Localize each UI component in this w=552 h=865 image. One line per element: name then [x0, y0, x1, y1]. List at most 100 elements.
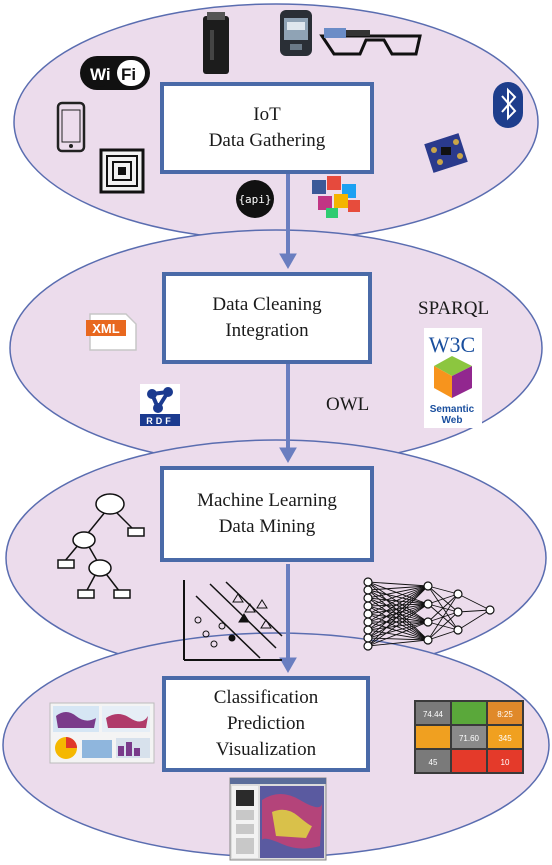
- nn-edge: [367, 585, 429, 615]
- rdf-icon: RDF: [140, 384, 180, 426]
- nn-node: [423, 617, 433, 627]
- nn-edge: [367, 613, 429, 641]
- stage-label-line: Integration: [225, 320, 309, 341]
- svg-text:W3C: W3C: [429, 332, 475, 357]
- nn-node: [423, 635, 433, 645]
- api-icon: {api}: [236, 180, 274, 218]
- nn-edge: [367, 585, 429, 599]
- svg-text:RDF: RDF: [146, 416, 174, 426]
- nn-edge: [367, 629, 429, 641]
- nn-edge: [367, 603, 429, 607]
- nn-edge: [427, 593, 459, 641]
- nn-edge: [367, 603, 429, 615]
- nn-edge: [367, 589, 429, 623]
- stage-label-line: Prediction: [226, 713, 306, 734]
- sensor-board-icon: [424, 133, 468, 173]
- nn-edge: [367, 597, 429, 605]
- social-media-icon: [312, 176, 360, 218]
- xml-icon: XML: [86, 313, 137, 351]
- smart-glasses-icon: [319, 28, 422, 56]
- neural-network-icon: [363, 577, 495, 651]
- nn-edge: [367, 585, 429, 639]
- nn-edge: [367, 581, 429, 623]
- bluetooth-icon: [493, 82, 523, 128]
- usb-stick-icon: [203, 12, 229, 74]
- nn-edge: [367, 639, 429, 647]
- nn-edge: [367, 603, 429, 623]
- nn-edge: [367, 585, 429, 591]
- nn-node: [453, 625, 463, 635]
- nn-edge: [367, 621, 429, 639]
- stage-box-cleaning: Data Cleaning Integration: [162, 272, 372, 364]
- nn-edge: [367, 585, 429, 647]
- nn-edge: [367, 597, 429, 641]
- nn-edge: [367, 585, 429, 607]
- nn-edge: [427, 585, 459, 595]
- kpi-tile: [452, 726, 486, 748]
- nn-edge: [427, 593, 459, 623]
- sparql-label: SPARQL: [418, 298, 490, 319]
- nn-edge: [367, 589, 429, 641]
- world-map-dashboard-icon: [49, 702, 155, 764]
- nn-edge: [367, 603, 429, 631]
- stage-label-line: Machine Learning: [197, 490, 337, 511]
- nn-edge: [367, 605, 429, 623]
- w3c-semantic-web-icon: W3C Semantic Web: [424, 328, 482, 428]
- nn-edge: [367, 637, 429, 641]
- kpi-tile: [488, 702, 522, 724]
- nn-node: [363, 601, 373, 611]
- nn-edge: [457, 609, 491, 631]
- nn-edge: [427, 593, 459, 605]
- nn-node: [423, 581, 433, 591]
- wifi-icon: Wi Fi: [80, 56, 150, 90]
- kpi-tile: [416, 702, 450, 724]
- nn-node: [485, 605, 495, 615]
- nn-node: [363, 617, 373, 627]
- nn-node: [363, 585, 373, 595]
- nn-edge: [367, 621, 429, 647]
- kpi-tile: [416, 750, 450, 772]
- nn-node: [363, 633, 373, 643]
- kpi-tile: [488, 750, 522, 772]
- kpi-value: 8:25: [497, 710, 513, 719]
- kpi-tile: [416, 726, 450, 748]
- nn-edge: [457, 609, 491, 613]
- nn-edge: [367, 585, 429, 631]
- nn-edge: [367, 589, 429, 605]
- smartphone-icon: [56, 101, 86, 153]
- nn-edge: [457, 593, 491, 611]
- flow-arrows: [279, 174, 297, 674]
- kpi-value: 345: [498, 734, 512, 743]
- nn-node: [363, 593, 373, 603]
- kpi-value: 45: [429, 758, 438, 767]
- nn-node: [423, 599, 433, 609]
- nn-node: [363, 641, 373, 651]
- nn-node: [453, 607, 463, 617]
- svg-text:Fi: Fi: [121, 65, 136, 84]
- nn-edge: [367, 597, 429, 623]
- nn-edge: [367, 603, 429, 639]
- kpi-tile: [452, 750, 486, 772]
- nn-edge: [367, 581, 429, 641]
- nn-edge: [367, 581, 429, 605]
- kpi-value: 74.44: [423, 710, 444, 719]
- decision-tree-icon: [57, 493, 145, 599]
- svg-text:{api}: {api}: [238, 193, 271, 206]
- nn-edge: [427, 611, 459, 641]
- svm-plot-icon: [183, 580, 283, 661]
- wearable-device-icon: [280, 10, 312, 56]
- nn-edge: [367, 603, 429, 647]
- kpi-tile: [452, 702, 486, 724]
- nn-node: [363, 609, 373, 619]
- kpi-value: 10: [501, 758, 510, 767]
- owl-label: OWL: [326, 394, 370, 415]
- svg-text:XML: XML: [92, 321, 120, 336]
- stage-label-line: IoT: [253, 104, 281, 125]
- svg-text:Wi: Wi: [90, 65, 111, 84]
- stage-label-line: Data Mining: [218, 516, 316, 537]
- nn-edge: [367, 613, 429, 623]
- stage-box-iot: IoT Data Gathering: [160, 82, 374, 174]
- stage-box-output: Classification Prediction Visualization: [162, 676, 370, 772]
- rfid-chip-icon: [99, 148, 145, 194]
